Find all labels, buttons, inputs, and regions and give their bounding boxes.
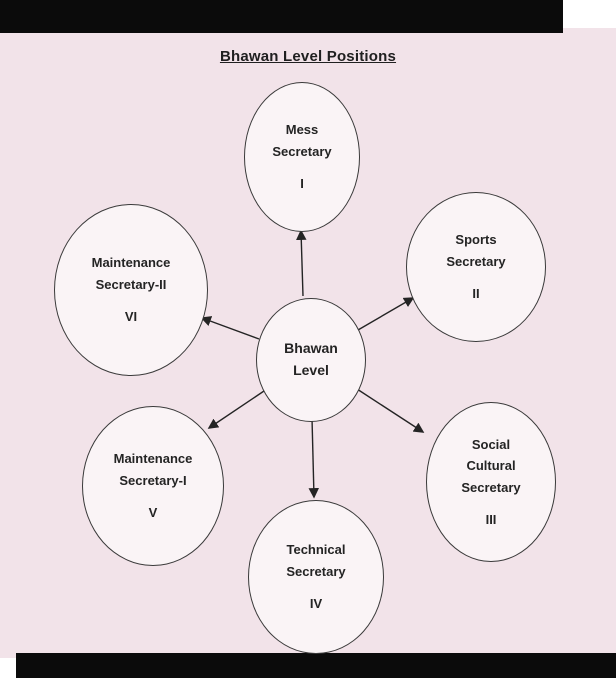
node-maintenance-secretary-2: Maintenance Secretary-II VI xyxy=(54,204,208,376)
node-label-line: Bhawan xyxy=(284,340,338,357)
node-numeral: V xyxy=(148,505,158,521)
node-numeral: I xyxy=(300,176,304,192)
node-sports-secretary: Sports Secretary II xyxy=(406,192,546,342)
arrow-center-to-social-icon xyxy=(356,388,425,433)
node-label-line: Level xyxy=(293,362,329,378)
arrow-center-to-mess-icon xyxy=(296,229,307,297)
scan-artifact-bottom-bar xyxy=(16,653,616,678)
arrow-center-to-maintenance1-icon xyxy=(207,390,265,429)
node-label-line: Sports xyxy=(455,232,497,248)
node-social-cultural-secretary: Social Cultural Secretary III xyxy=(426,402,556,562)
node-technical-secretary: Technical Secretary IV xyxy=(248,500,384,654)
node-label-line: Cultural xyxy=(466,458,516,474)
scan-artifact-top-bar xyxy=(0,0,563,33)
arrow-center-to-maintenance2-icon xyxy=(200,316,260,340)
node-label-line: Secretary xyxy=(446,253,506,269)
node-label-line: Maintenance xyxy=(113,451,193,467)
node-numeral: II xyxy=(472,286,480,302)
node-label-line: Technical xyxy=(286,542,346,558)
node-maintenance-secretary-1: Maintenance Secretary-I V xyxy=(82,406,224,566)
node-label-line: Maintenance xyxy=(91,255,171,271)
arrow-center-to-technical-icon xyxy=(308,417,320,499)
node-label-line: Mess xyxy=(285,122,319,138)
node-mess-secretary: Mess Secretary I xyxy=(244,82,360,232)
page-title: Bhawan Level Positions xyxy=(219,48,397,65)
node-label-line: Secretary xyxy=(461,479,521,495)
node-numeral: IV xyxy=(309,596,323,612)
node-label-line: Secretary-II xyxy=(95,276,167,292)
node-label-line: Secretary xyxy=(272,143,332,159)
node-numeral: VI xyxy=(124,309,138,325)
node-label-line: Social xyxy=(471,436,511,452)
node-label-line: Secretary xyxy=(286,563,346,579)
arrow-center-to-sports-icon xyxy=(357,297,415,331)
node-numeral: III xyxy=(485,511,497,527)
node-label-line: Secretary-I xyxy=(119,472,187,488)
node-bhawan-level: Bhawan Level xyxy=(256,298,366,422)
